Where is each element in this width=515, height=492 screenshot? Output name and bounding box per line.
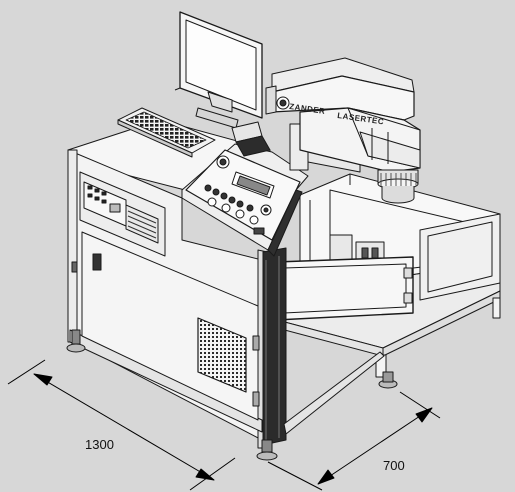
main-cabinet	[66, 119, 385, 461]
dimension-width-label: 700	[383, 458, 405, 473]
dimension-length-label: 1300	[85, 437, 114, 452]
keyboard	[117, 107, 216, 158]
work-enclosure	[261, 173, 501, 389]
laser-head	[231, 57, 421, 204]
monitor	[174, 11, 263, 129]
control-console	[181, 143, 309, 257]
dimension-lines	[7, 359, 441, 491]
